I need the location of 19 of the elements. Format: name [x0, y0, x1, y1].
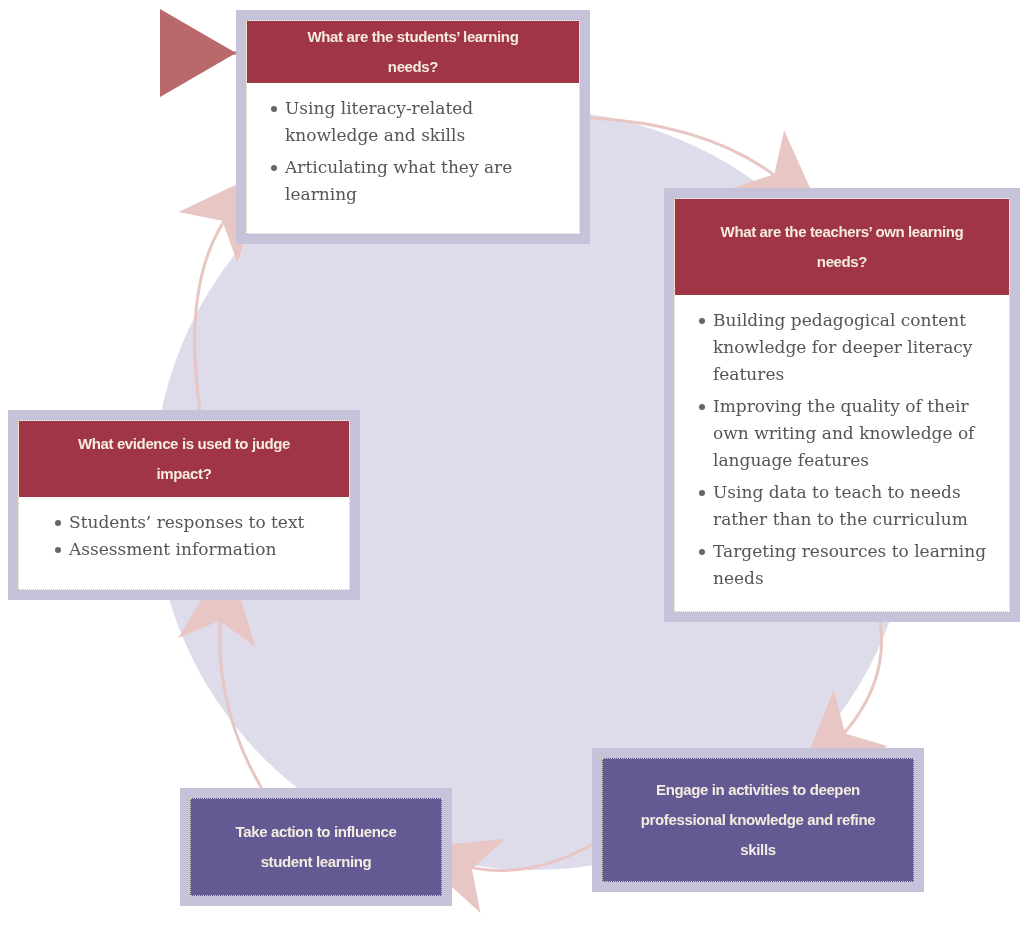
- question-box: [8, 410, 360, 600]
- question-header: What are the teachers’ own learning needs?: [675, 199, 1009, 295]
- question-box: [664, 188, 1020, 622]
- cycle-arrow: [160, 9, 236, 98]
- bullet-text: Assessment information: [69, 538, 277, 561]
- bullet-text: Targeting resources to learning needs: [713, 540, 988, 590]
- bullet-text: Students’ responses to text: [69, 511, 305, 534]
- question-box: [236, 10, 590, 244]
- action-box: [592, 748, 924, 892]
- action-box: [180, 788, 452, 906]
- bullet-text: Improving the quality of their own writing and knowledge of language features: [713, 395, 977, 472]
- action-text: Engage in activities to deepen professional knowledge and refine skills: [639, 780, 877, 860]
- question-header: What evidence is used to judge impact?: [19, 421, 349, 497]
- bullet-text: Using literacy-related knowledge and skills: [285, 97, 475, 147]
- action-text: Take action to influence student learning: [234, 822, 398, 872]
- question-header: What are the students’ learning needs?: [247, 21, 579, 83]
- bullet-text: Using data to teach to needs rather than to the curriculum: [713, 481, 969, 531]
- bullet-text: Building pedagogical content knowledge for deeper literacy features: [713, 309, 974, 386]
- bullet-text: Articulating what they are learning: [285, 156, 514, 206]
